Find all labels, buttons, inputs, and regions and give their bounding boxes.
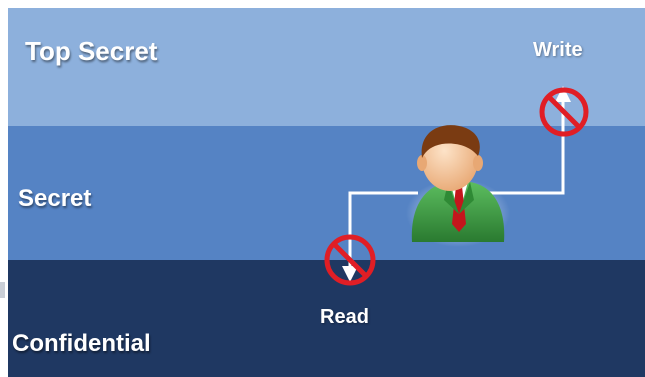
businessman-icon [406,125,510,247]
write-label: Write [533,39,583,62]
level-label-confidential: Confidential [12,330,151,358]
read-label: Read [320,306,369,329]
level-label-top-secret: Top Secret [25,36,157,67]
level-label-secret: Secret [18,185,91,213]
write-path [488,100,563,193]
